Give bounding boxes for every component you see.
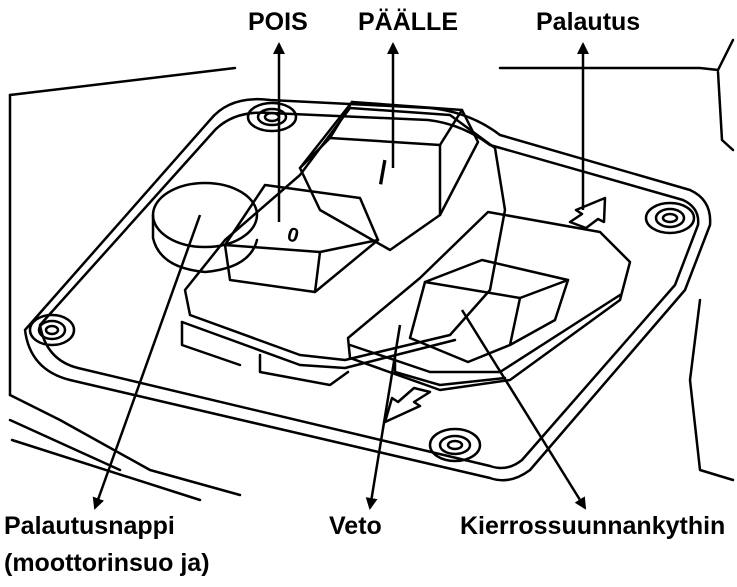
screw-boss-bottom-left bbox=[28, 313, 76, 347]
on-symbol: | bbox=[377, 154, 389, 185]
screw-boss-top-left bbox=[246, 101, 298, 133]
label-kierrossuunnankytkin: Kierrossuunnankythin bbox=[460, 512, 726, 540]
off-symbol: 0 bbox=[285, 224, 301, 248]
reset-direction-arrow bbox=[568, 196, 607, 230]
on-key bbox=[298, 100, 480, 252]
label-pois: POIS bbox=[248, 8, 308, 36]
housing-outline bbox=[8, 38, 735, 502]
base-plate bbox=[23, 98, 712, 482]
direction-lever bbox=[408, 258, 570, 364]
direction-switch-housing bbox=[346, 210, 632, 392]
off-key bbox=[223, 183, 380, 294]
pull-direction-arrow bbox=[383, 386, 432, 424]
leader-veto bbox=[365, 324, 402, 510]
reset-button bbox=[151, 181, 259, 274]
label-palautusnappi: Palautusnappi bbox=[4, 512, 175, 540]
leader-palautusnappi bbox=[92, 214, 202, 510]
on-off-switch-housing bbox=[180, 106, 507, 387]
screw-boss-bottom-right bbox=[428, 427, 482, 463]
label-veto: Veto bbox=[329, 512, 382, 540]
label-palautus: Palautus bbox=[536, 8, 641, 36]
leader-kierros bbox=[460, 309, 587, 510]
screw-boss-top-right bbox=[644, 201, 696, 235]
label-paalle: PÄÄLLE bbox=[358, 8, 458, 36]
label-palautusnappi-note: (moottorinsuo ja) bbox=[4, 549, 210, 577]
